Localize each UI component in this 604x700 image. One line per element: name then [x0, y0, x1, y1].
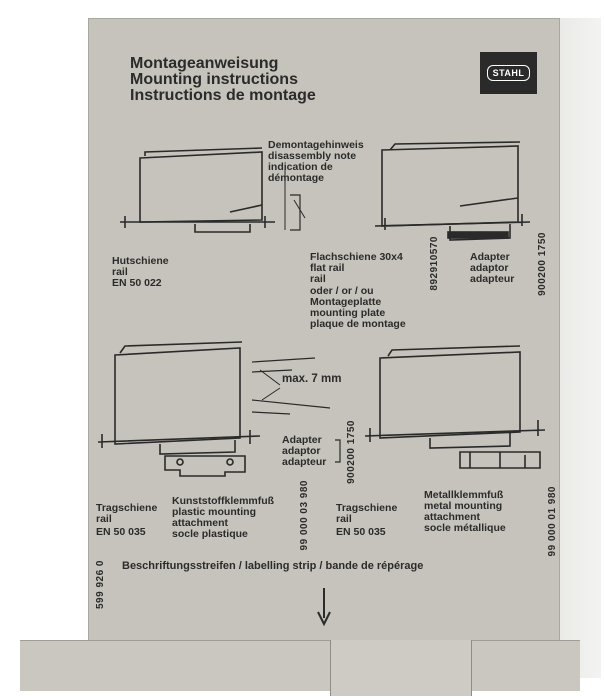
adapter-top-code: 900200 1750 — [537, 232, 548, 296]
labelling-strip-area — [20, 640, 580, 691]
diagram-plastic-attachment — [97, 341, 331, 477]
plate-en: mounting plate — [310, 307, 386, 319]
metal-code: 99 000 01 980 — [547, 486, 558, 557]
flat-or: oder / or / ou — [310, 285, 374, 297]
adapter-mid-fr: adapteur — [282, 456, 327, 468]
metal-en1: metal mounting — [424, 500, 503, 512]
instruction-card — [88, 18, 560, 668]
pull-tab — [330, 640, 472, 696]
tragschiene-left-de: Tragschiene — [96, 502, 158, 514]
hutschiene-de: Hutschiene — [112, 255, 169, 267]
disassembly-fr2: démontage — [268, 172, 325, 184]
down-arrow-icon — [317, 588, 331, 627]
diagram-metal-attachment — [364, 345, 546, 469]
plastic-code: 99 000 03 980 — [299, 480, 310, 551]
plate-de: Montageplatte — [310, 296, 382, 308]
disassembly-de: Demontagehinweis — [268, 139, 364, 151]
plastic-en1: plastic mounting — [172, 506, 256, 518]
tragschiene-right-en: rail — [336, 513, 352, 525]
plastic-en2: attachment — [172, 517, 229, 529]
adapter-top-de: Adapter — [470, 251, 510, 263]
adapter-mid-code: 900200 1750 — [346, 420, 357, 484]
adapter-mid-en: adaptor — [282, 445, 321, 457]
hutschiene-en: rail — [112, 266, 128, 278]
adapter-top-en: adaptor — [470, 262, 509, 274]
metal-en2: attachment — [424, 511, 481, 523]
stahl-logo: STAHL — [480, 52, 537, 94]
tragschiene-left-norm: EN 50 035 — [96, 526, 146, 538]
flat-de: Flachschiene 30x4 — [310, 251, 403, 263]
adapter-mid-de: Adapter — [282, 434, 322, 446]
max-gap-label: max. 7 mm — [282, 373, 342, 385]
diagram-hutschiene — [120, 147, 306, 233]
labelling-strip-caption: Beschriftungsstreifen / labelling strip … — [122, 560, 424, 572]
tragschiene-right-norm: EN 50 035 — [336, 526, 386, 538]
disassembly-fr1: indication de — [268, 161, 333, 173]
diagram-flat-rail — [374, 141, 531, 241]
plastic-fr: socle plastique — [172, 528, 248, 540]
flat-en: flat rail — [310, 262, 345, 274]
plastic-de: Kunststoffklemmfuß — [172, 495, 275, 507]
metal-de: Metallklemmfuß — [424, 489, 504, 501]
adapter-top-fr: adapteur — [470, 273, 515, 285]
document-number: 599 926 0 — [95, 560, 106, 609]
flat-fr: rail — [310, 273, 326, 285]
hutschiene-norm: EN 50 022 — [112, 277, 162, 289]
metal-fr: socle métallique — [424, 522, 506, 534]
title-en: Mounting instructions — [130, 71, 298, 88]
disassembly-en: disassembly note — [268, 150, 357, 162]
flat-rail-code: 892910570 — [429, 236, 440, 291]
tragschiene-right-de: Tragschiene — [336, 502, 398, 514]
tragschiene-left-en: rail — [96, 513, 112, 525]
plate-fr: plaque de montage — [310, 318, 406, 330]
title-de: Montageanweisung — [130, 55, 279, 72]
title-fr: Instructions de montage — [130, 87, 316, 104]
